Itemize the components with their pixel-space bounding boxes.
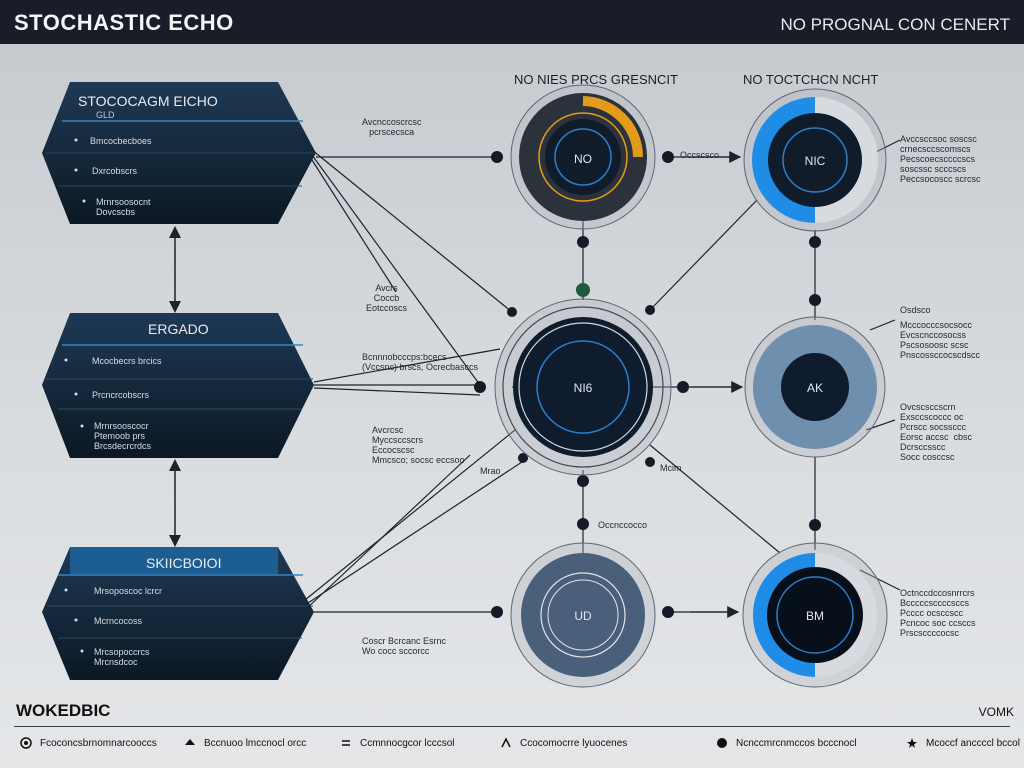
panel-1-item: Mrnrsoosocnt Dovcscbs bbox=[96, 197, 151, 217]
annotation: Coscr Bcrcanc Esrnc Wo cocc sccorcc bbox=[362, 636, 447, 656]
panel-3-title: SKIICBOIOI bbox=[146, 555, 222, 571]
annotation-right: Mcccocccsocsocc Evcscnccosocss Pscsosoos… bbox=[900, 320, 981, 360]
node-top-left bbox=[510, 84, 656, 230]
annotation: Mrao bbox=[480, 466, 501, 476]
annotation: Bcnnnobcccps:bcecs (Vccsnc) brscs, Ocrec… bbox=[362, 352, 479, 372]
annotation-right: Ovcscsccscrn Exsccscoccc oc Pcrscc socss… bbox=[900, 402, 973, 462]
panel-3-shape bbox=[42, 547, 314, 680]
arrow-icon bbox=[184, 737, 196, 749]
node-bottom-left bbox=[510, 542, 656, 688]
annotation: Occnccocco bbox=[598, 520, 648, 530]
panel-1-shape bbox=[42, 82, 316, 224]
panel-3-item: Mcrncocoss bbox=[94, 616, 143, 626]
node-label-bottom-right: BM bbox=[806, 609, 824, 623]
annotation-right: Osdsco bbox=[900, 305, 931, 315]
annotation: Avcnccoscrcsc pcrscecsca bbox=[362, 117, 422, 137]
panel-3-item: Mrsoposcoc lcrcr bbox=[94, 586, 163, 596]
legend-label: Mcoccf anccccl bccol bbox=[926, 737, 1020, 749]
flow-icon bbox=[500, 737, 512, 749]
legend-label: Bccnuoo lmccnocl orcc bbox=[204, 737, 307, 749]
panel-1-item: Dxrcobscrs bbox=[92, 166, 138, 176]
panel-1-title: STOCOCAGM EICHO bbox=[78, 93, 218, 109]
swap-icon bbox=[340, 737, 352, 749]
annotation: Avcrs Coccb Eotccoscs bbox=[366, 283, 408, 313]
node-mid-left bbox=[494, 298, 672, 476]
legend-label: Ccocomocrre lyuocenes bbox=[520, 737, 628, 749]
panel-2-shape bbox=[42, 313, 314, 458]
panel-3-item: Mrcsopoccrcs Mrcnsdcoc bbox=[94, 647, 150, 667]
node-label-mid-left: NI6 bbox=[573, 381, 593, 395]
annotation-right: Avccsccsoc soscsc crnecsccscomscs Pecsco… bbox=[900, 134, 981, 184]
annotation: Avcrcsc Myccsccscrs Eccocscsc Mmcsco; so… bbox=[372, 425, 465, 465]
app-title: STOCHASTIC ECHO bbox=[14, 10, 234, 35]
footer-divider bbox=[14, 726, 1010, 727]
column-header-left: NO NIES PRCS GRESNCIT bbox=[514, 72, 678, 87]
circle-icon bbox=[20, 737, 32, 749]
legend-item: Ccocomocrre lyuocenes bbox=[500, 737, 627, 749]
legend-item: Ccmnnocgcor lcccsol bbox=[340, 737, 454, 749]
node-label-bottom-left: UD bbox=[574, 609, 592, 623]
panel-2-item: Prcncrcobscrs bbox=[92, 390, 150, 400]
app-subtitle: NO PROGNAL CON CENERT bbox=[780, 15, 1010, 34]
annotation-right: Octnccdccosnrrcrs Bcccccsccccsccs Pcccc … bbox=[900, 588, 976, 638]
top-bar: STOCHASTIC ECHO NO PROGNAL CON CENERT bbox=[0, 0, 1024, 44]
legend-label: Fcoconcsbrnomnarcooccs bbox=[40, 737, 157, 749]
panel-1-sub: GLD bbox=[96, 110, 115, 120]
star-icon bbox=[906, 737, 918, 749]
node-label-mid-right: AK bbox=[806, 381, 823, 395]
annotation: Occscsco bbox=[680, 150, 720, 160]
annotation: Mcim bbox=[660, 463, 682, 473]
legend-item: Fcoconcsbrnomnarcooccs bbox=[20, 737, 157, 749]
panel-2-item: Mrnrsooscocr Ptemoob prs Brcsdecrcrdcs bbox=[94, 421, 152, 451]
panel-2-item: Mcocbecrs brcics bbox=[92, 356, 162, 366]
node-bottom-right bbox=[742, 542, 888, 688]
legend-label: Ccmnnocgcor lcccsol bbox=[360, 737, 455, 749]
node-mid-right bbox=[744, 316, 886, 458]
node-top-right bbox=[743, 88, 887, 232]
legend-item: Bccnuoo lmccnocl orcc bbox=[184, 737, 306, 749]
footer-right-label: VOMK bbox=[978, 705, 1014, 719]
dot-icon bbox=[716, 737, 728, 749]
panel-2-title: ERGADO bbox=[148, 321, 209, 337]
node-label-top-right: NIC bbox=[804, 154, 826, 168]
column-header-right: NO TOCTCHCN NCHT bbox=[743, 72, 879, 87]
panel-1-item: Bmcocbecboes bbox=[90, 136, 152, 146]
legend-item: Mcoccf anccccl bccol bbox=[906, 737, 1020, 749]
footer-title: WOKEDBIC bbox=[16, 701, 111, 720]
legend-item: Ncnccmrcnmccos bcccnocl bbox=[716, 737, 857, 749]
legend-label: Ncnccmrcnmccos bcccnocl bbox=[736, 737, 857, 749]
node-label-top-left: NO bbox=[574, 152, 592, 166]
